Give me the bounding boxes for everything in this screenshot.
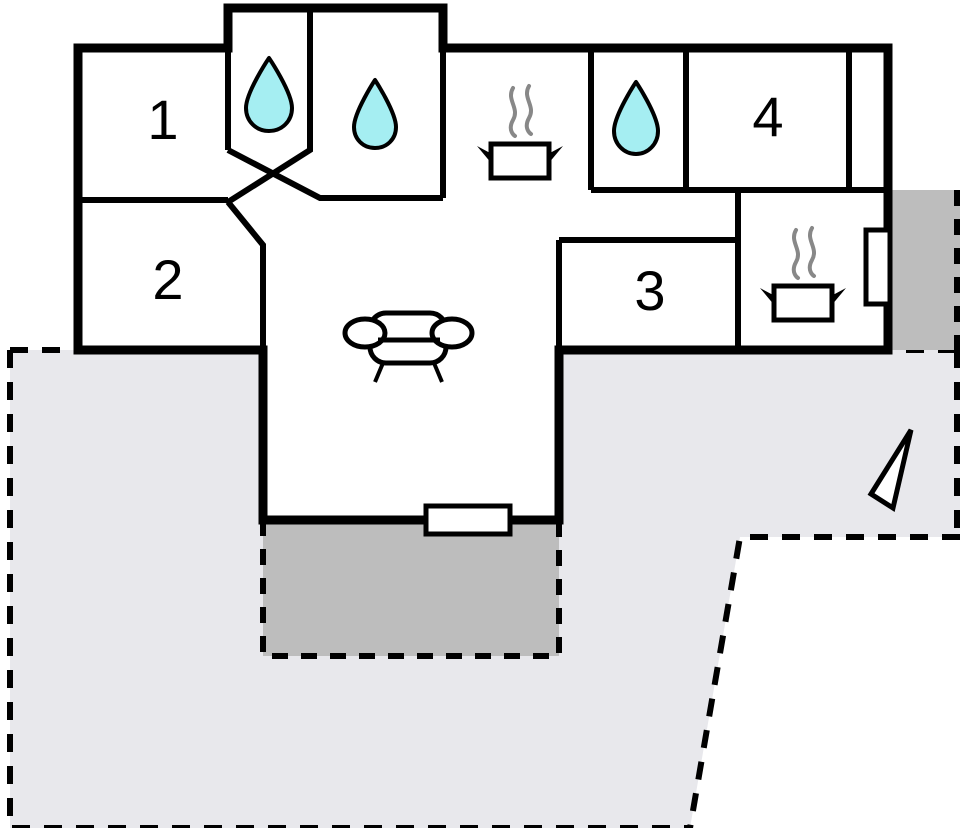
stove-icon — [477, 84, 563, 181]
front-terrace-outline — [260, 520, 562, 659]
room-label-1: 1 — [147, 88, 178, 151]
wall-bath-left-slant — [226, 8, 313, 205]
interior-walls-group — [78, 8, 888, 350]
property-boundary-dashed — [7, 347, 960, 828]
terrace-group — [260, 190, 960, 659]
room-label-3: 3 — [634, 259, 665, 322]
wall-room2-diagonal — [225, 200, 266, 350]
water-drop-icon — [352, 78, 398, 150]
stove-icon — [760, 226, 846, 323]
room-labels-group: 1 2 3 4 — [147, 85, 783, 322]
room-label-4: 4 — [752, 85, 783, 148]
openings-group — [423, 227, 893, 537]
main-entrance-door[interactable] — [423, 503, 513, 537]
front-terrace — [263, 520, 559, 656]
wall-bath-diagonal-lower — [226, 147, 443, 201]
north-arrow-icon — [867, 428, 914, 513]
side-door-right[interactable] — [863, 227, 893, 307]
room-label-2: 2 — [152, 248, 183, 311]
sofa-icon — [342, 310, 475, 383]
right-terrace — [888, 190, 960, 350]
water-drop-icon — [612, 80, 660, 156]
water-drop-icon — [244, 56, 294, 133]
fixtures-group — [244, 56, 914, 513]
